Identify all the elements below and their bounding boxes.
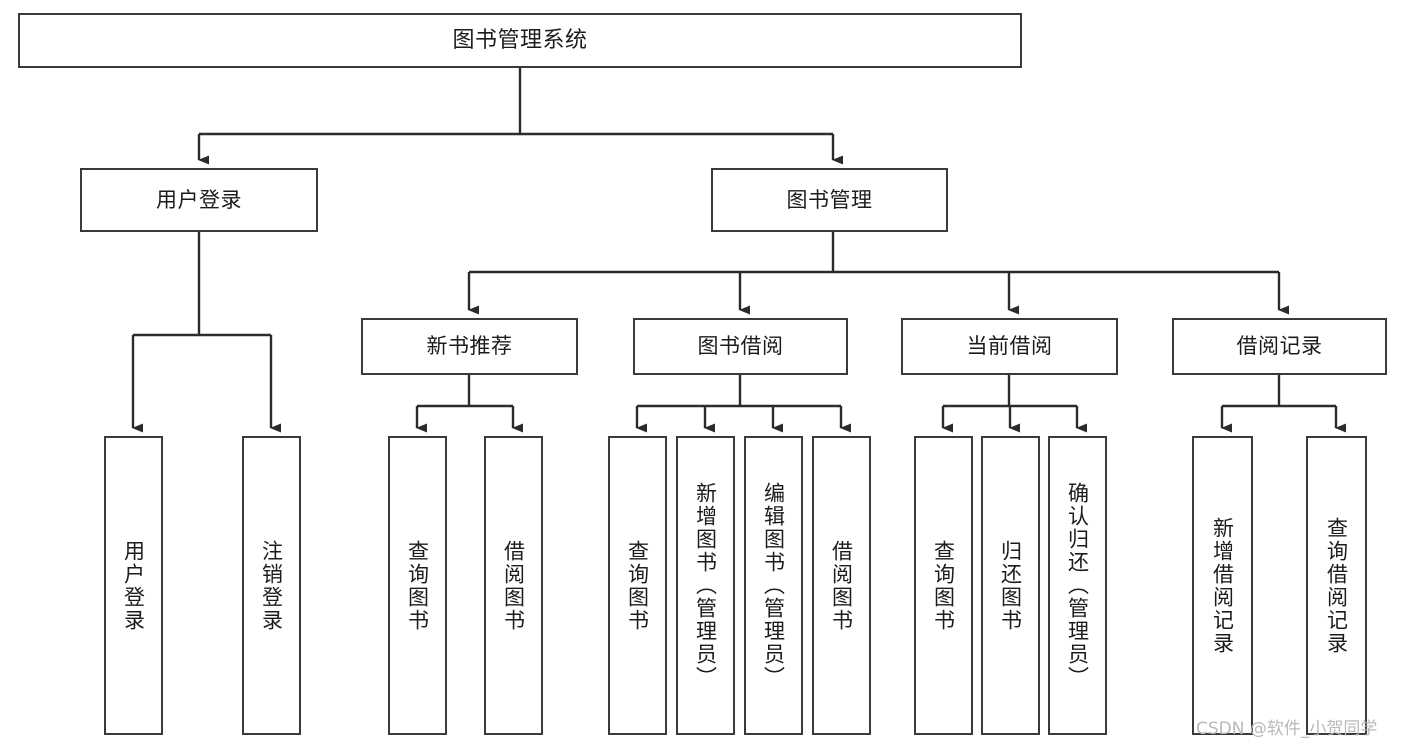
leaf-borrow-book-recommend[interactable]: 借阅图书 bbox=[484, 436, 543, 735]
node-label: 图书管理系统 bbox=[452, 27, 588, 53]
node-book-borrow[interactable]: 图书借阅 bbox=[633, 318, 848, 375]
leaf-query-book-current[interactable]: 查询图书 bbox=[914, 436, 973, 735]
node-label: 图书管理 bbox=[786, 187, 873, 212]
node-book-management[interactable]: 图书管理 bbox=[711, 168, 948, 232]
node-label: 查询图书 bbox=[625, 539, 650, 632]
csdn-watermark: CSDN @软件_小贺同学 bbox=[1196, 719, 1378, 739]
node-label: 用户登录 bbox=[156, 187, 242, 212]
leaf-borrow-book[interactable]: 借阅图书 bbox=[812, 436, 871, 735]
node-borrow-record[interactable]: 借阅记录 bbox=[1172, 318, 1387, 375]
node-label: 归还图书 bbox=[998, 539, 1023, 632]
leaf-query-book-borrow[interactable]: 查询图书 bbox=[608, 436, 667, 735]
node-label: 借阅图书 bbox=[829, 539, 854, 632]
node-label: 当前借阅 bbox=[966, 334, 1053, 359]
leaf-add-book-admin[interactable]: 新增图书（管理员） bbox=[676, 436, 735, 735]
node-label: 查询图书 bbox=[405, 539, 430, 632]
node-label: 新增借阅记录 bbox=[1210, 516, 1235, 655]
node-label: 借阅图书 bbox=[501, 539, 526, 632]
node-current-borrow[interactable]: 当前借阅 bbox=[901, 318, 1118, 375]
node-label: 图书借阅 bbox=[697, 334, 784, 359]
leaf-confirm-return-admin[interactable]: 确认归还（管理员） bbox=[1048, 436, 1107, 735]
node-label: 查询图书 bbox=[931, 539, 956, 632]
node-label: 用户登录 bbox=[121, 539, 146, 632]
leaf-logout-login[interactable]: 注销登录 bbox=[242, 436, 301, 735]
node-label: 确认归还（管理员） bbox=[1065, 482, 1090, 689]
leaf-user-login[interactable]: 用户登录 bbox=[104, 436, 163, 735]
leaf-add-borrow-record[interactable]: 新增借阅记录 bbox=[1192, 436, 1253, 735]
node-label: 查询借阅记录 bbox=[1324, 516, 1349, 655]
leaf-return-book[interactable]: 归还图书 bbox=[981, 436, 1040, 735]
leaf-query-book-recommend[interactable]: 查询图书 bbox=[388, 436, 447, 735]
node-label: 新书推荐 bbox=[426, 334, 513, 359]
node-new-book-recommend[interactable]: 新书推荐 bbox=[361, 318, 578, 375]
leaf-edit-book-admin[interactable]: 编辑图书（管理员） bbox=[744, 436, 803, 735]
node-root-book-management-system[interactable]: 图书管理系统 bbox=[18, 13, 1022, 68]
node-user-login[interactable]: 用户登录 bbox=[80, 168, 318, 232]
node-label: 编辑图书（管理员） bbox=[761, 482, 786, 689]
leaf-query-borrow-record[interactable]: 查询借阅记录 bbox=[1306, 436, 1367, 735]
node-label: 新增图书（管理员） bbox=[693, 482, 718, 689]
node-label: 借阅记录 bbox=[1236, 334, 1323, 359]
node-label: 注销登录 bbox=[259, 539, 284, 632]
